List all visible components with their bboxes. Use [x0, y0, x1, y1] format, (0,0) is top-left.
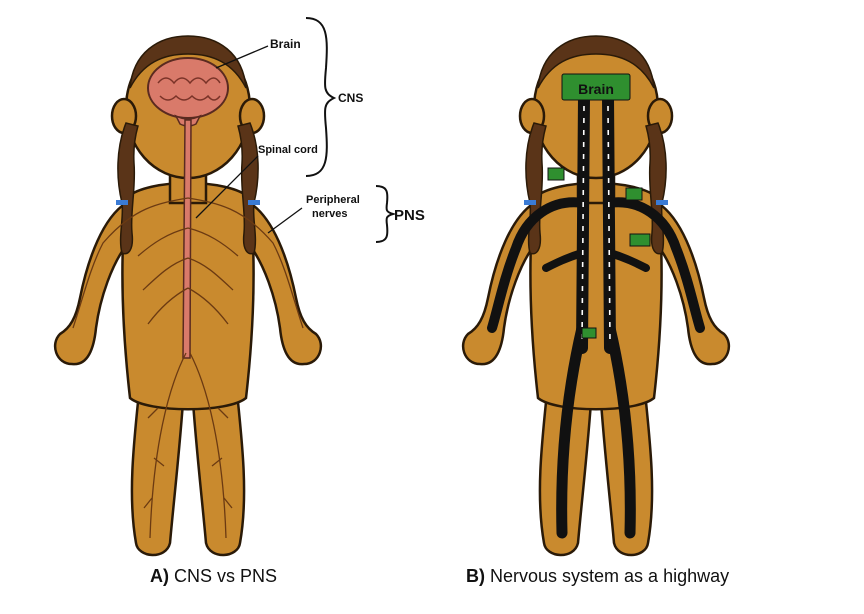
sign-small-1: [547, 167, 565, 181]
hair-tie-right-b: [656, 200, 668, 205]
label-brain: Brain: [270, 37, 301, 51]
caption-a-text: CNS vs PNS: [174, 566, 278, 586]
label-pns: PNS: [394, 207, 425, 224]
peripheral-nerves-a: [72, 197, 304, 539]
annotations-a: Brain Spinal cord Peripheral nerves CNS …: [195, 17, 425, 243]
spinal-cord-a: [182, 119, 192, 359]
caption-b-text: Nervous system as a highway: [490, 566, 730, 586]
hair-tie-left-a: [116, 200, 128, 205]
highway-roads: [487, 92, 705, 539]
caption-b: B) Nervous system as a highway: [466, 566, 729, 587]
sign-brain-label: Brain: [578, 81, 614, 97]
caption-b-letter: B): [466, 566, 485, 586]
panel-a-cns-vs-pns: Brain Spinal cord Peripheral nerves CNS …: [53, 17, 425, 557]
lane-markings: [581, 105, 611, 344]
pns-brace: [375, 185, 397, 243]
label-cns: CNS: [338, 91, 363, 105]
label-spinal-cord: Spinal cord: [258, 144, 318, 156]
label-peripheral-line1: Peripheral: [306, 194, 360, 206]
sign-brain: [561, 73, 631, 101]
caption-a: A) CNS vs PNS: [150, 566, 277, 587]
hair-tie-right-a: [248, 200, 260, 205]
sign-small-2: [625, 187, 643, 201]
cns-brace: [305, 17, 337, 177]
road-signs: [547, 73, 651, 339]
sign-small-4: [581, 327, 597, 339]
caption-a-letter: A): [150, 566, 169, 586]
sign-small-3: [629, 233, 651, 247]
panel-b-highway: Brain: [461, 35, 731, 557]
label-peripheral-line2: nerves: [312, 208, 347, 220]
hair-tie-left-b: [524, 200, 536, 205]
